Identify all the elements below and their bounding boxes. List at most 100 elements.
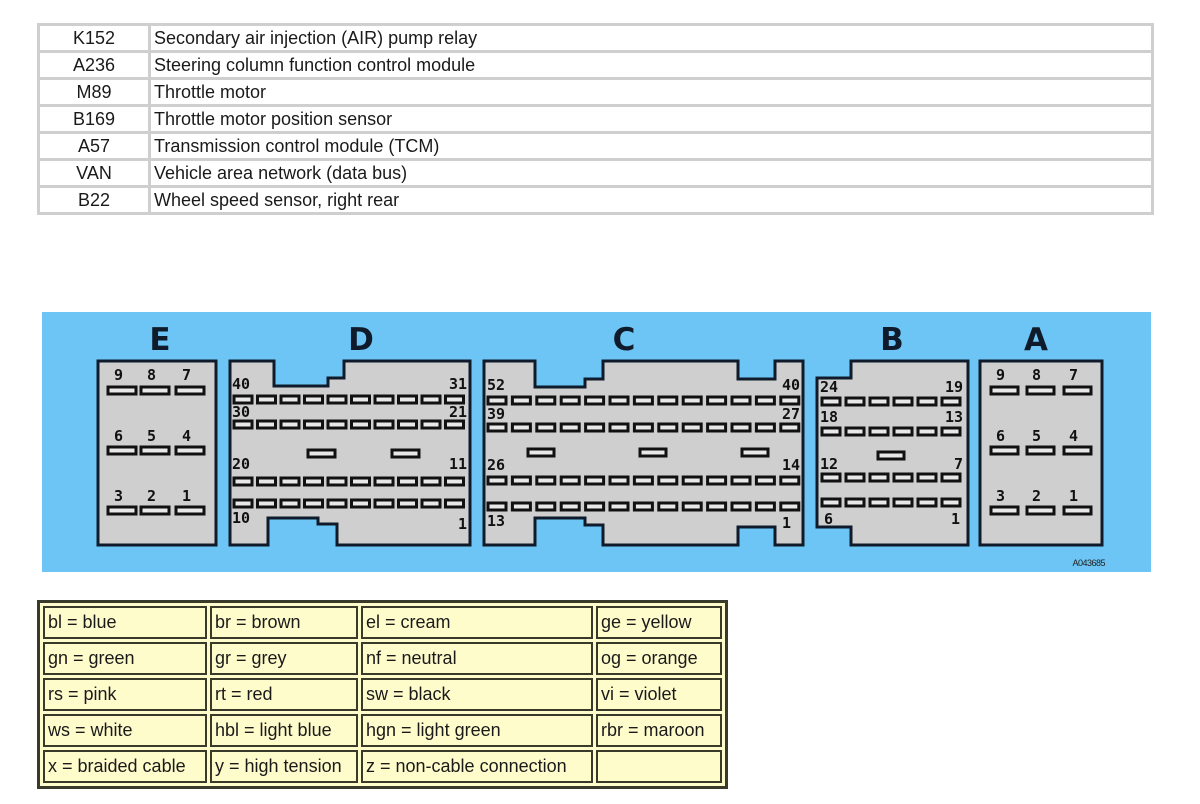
connector-label-e: E bbox=[149, 322, 170, 358]
legend-entry: bl = blue bbox=[43, 606, 207, 639]
legend-entry: z = non-cable connection bbox=[361, 750, 593, 783]
legend-entry: rt = red bbox=[210, 678, 358, 711]
pin-number: 40 bbox=[232, 375, 250, 393]
legend-entry: el = cream bbox=[361, 606, 593, 639]
pin-slot bbox=[1025, 505, 1056, 516]
legend-entry: gr = grey bbox=[210, 642, 358, 675]
component-code: VAN bbox=[37, 158, 151, 188]
pin-slot bbox=[174, 505, 206, 516]
pin-slot bbox=[559, 395, 581, 406]
pin-slot bbox=[1062, 385, 1093, 396]
pin-slot bbox=[256, 476, 277, 487]
pin-slot bbox=[232, 498, 254, 509]
pin-number: 21 bbox=[449, 403, 467, 421]
pin-slot bbox=[559, 475, 581, 486]
legend-entry: nf = neutral bbox=[361, 642, 593, 675]
legend-entry bbox=[596, 750, 722, 783]
pin-slot bbox=[820, 396, 842, 407]
pin-number: 27 bbox=[782, 405, 800, 423]
pin-slot bbox=[535, 422, 557, 433]
pin-number: 12 bbox=[820, 455, 838, 473]
pin-slot bbox=[303, 476, 324, 487]
pin-slot bbox=[486, 475, 508, 486]
pin-slot bbox=[1025, 385, 1056, 396]
pin-slot bbox=[916, 396, 938, 407]
pin-slot bbox=[279, 419, 301, 430]
pin-slot bbox=[779, 422, 801, 433]
pin-slot bbox=[820, 472, 842, 483]
pin-slot bbox=[139, 385, 171, 396]
pin-slot bbox=[892, 472, 914, 483]
pin-slot bbox=[444, 419, 465, 430]
connector-label-c: C bbox=[613, 322, 636, 358]
pin-slot bbox=[820, 497, 842, 508]
pin-slot bbox=[584, 501, 606, 512]
pin-number: 2 bbox=[147, 487, 156, 505]
pin-slot bbox=[373, 394, 395, 405]
pin-number: 1 bbox=[782, 514, 791, 532]
pin-slot bbox=[754, 501, 776, 512]
pin-slot bbox=[892, 497, 914, 508]
pin-slot bbox=[868, 497, 890, 508]
component-description: Wheel speed sensor, right rear bbox=[148, 185, 1154, 215]
pin-slot bbox=[916, 497, 938, 508]
connector-label-d: D bbox=[348, 322, 374, 358]
pin-slot bbox=[681, 475, 703, 486]
component-description: Throttle motor position sensor bbox=[148, 104, 1154, 134]
legend-entry: y = high tension bbox=[210, 750, 358, 783]
pin-slot bbox=[876, 450, 906, 461]
pin-slot bbox=[730, 395, 752, 406]
pin-slot bbox=[632, 501, 654, 512]
pin-number: 9 bbox=[996, 366, 1005, 384]
pin-slot bbox=[559, 422, 581, 433]
pin-number: 26 bbox=[487, 456, 505, 474]
pin-number: 20 bbox=[232, 455, 250, 473]
pin-slot bbox=[535, 501, 557, 512]
pin-number: 3 bbox=[114, 487, 123, 505]
component-description: Transmission control module (TCM) bbox=[148, 131, 1154, 161]
pin-slot bbox=[420, 476, 442, 487]
pin-slot bbox=[397, 419, 418, 430]
diagram-reference-code: A043685 bbox=[1072, 558, 1105, 568]
pin-slot bbox=[1062, 445, 1093, 456]
pin-number: 1 bbox=[1069, 487, 1078, 505]
component-code: K152 bbox=[37, 23, 151, 53]
pin-slot bbox=[1062, 505, 1093, 516]
pin-slot bbox=[657, 422, 679, 433]
component-description: Steering column function control module bbox=[148, 50, 1154, 80]
pin-slot bbox=[303, 498, 324, 509]
pin-number: 13 bbox=[945, 408, 963, 426]
pin-slot bbox=[584, 475, 606, 486]
pin-slot bbox=[256, 394, 277, 405]
pin-number: 11 bbox=[449, 455, 467, 473]
pin-slot bbox=[868, 396, 890, 407]
pin-slot bbox=[279, 476, 301, 487]
pin-slot bbox=[730, 422, 752, 433]
pin-slot bbox=[174, 385, 206, 396]
pin-slot bbox=[779, 395, 801, 406]
pin-slot bbox=[632, 395, 654, 406]
pin-slot bbox=[350, 476, 371, 487]
pin-slot bbox=[844, 497, 866, 508]
pin-slot bbox=[940, 396, 962, 407]
pin-slot bbox=[390, 448, 421, 459]
pin-slot bbox=[350, 394, 371, 405]
pin-slot bbox=[868, 472, 890, 483]
pin-slot bbox=[444, 394, 465, 405]
pin-slot bbox=[706, 395, 728, 406]
legend-entry: sw = black bbox=[361, 678, 593, 711]
pin-slot bbox=[844, 426, 866, 437]
pin-slot bbox=[706, 422, 728, 433]
pin-slot bbox=[1025, 445, 1056, 456]
component-code: B169 bbox=[37, 104, 151, 134]
pin-slot bbox=[139, 445, 171, 456]
pin-number: 30 bbox=[232, 403, 250, 421]
pin-number: 6 bbox=[996, 427, 1005, 445]
